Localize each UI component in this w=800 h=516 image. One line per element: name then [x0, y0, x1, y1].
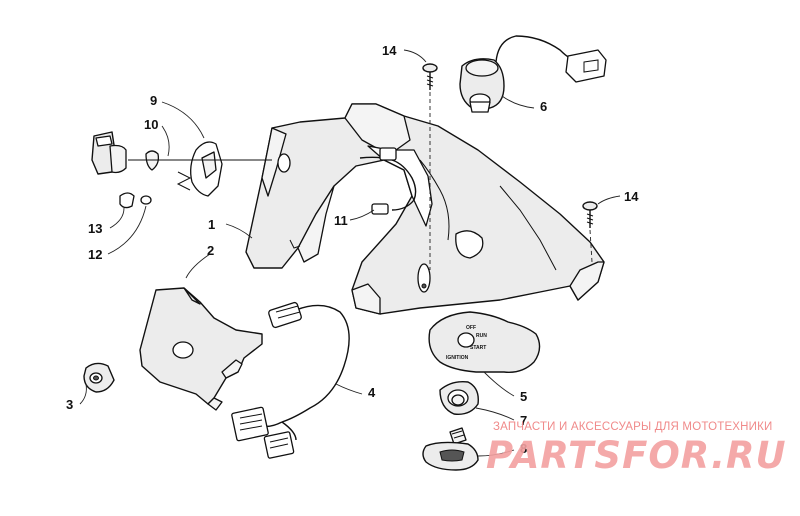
callout-1: 1 [208, 217, 216, 232]
callout-10: 10 [144, 117, 159, 132]
watermark-tagline: ЗАПЧАСТИ И АКСЕССУАРЫ ДЛЯ МОТОТЕХНИКИ [493, 421, 773, 433]
ignition-start-label: START [470, 345, 487, 351]
callout-7: 7 [520, 413, 528, 428]
callout-9: 9 [150, 93, 158, 108]
ignition-plate [428, 311, 541, 373]
wiring-harness [231, 301, 350, 459]
callout-14-right: 14 [624, 189, 639, 204]
callout-13: 13 [88, 221, 103, 236]
screw-right [582, 201, 598, 228]
callout-2: 2 [207, 243, 215, 258]
watermark-logo: PARTSFOR.RU [486, 434, 787, 477]
ignition-key [422, 427, 479, 471]
callout-12: 12 [88, 247, 103, 262]
callout-4: 4 [368, 385, 376, 400]
callout-14-top: 14 [382, 43, 397, 58]
leader-lines [79, 49, 621, 457]
lower-cover [139, 287, 263, 411]
callout-5: 5 [520, 389, 528, 404]
accessory-socket-cap [83, 362, 115, 393]
callout-11: 11 [334, 213, 348, 228]
callout-8: 8 [520, 441, 528, 456]
switch-mount-cluster [91, 131, 272, 209]
screw-top [422, 63, 438, 90]
inner-wire-harness [359, 147, 417, 215]
indicator-lamp-assembly [459, 35, 607, 113]
callout-6: 6 [540, 99, 548, 114]
console-housing [245, 103, 605, 315]
ignition-ignition-label: IGNITION [446, 355, 469, 361]
ignition-nut [439, 380, 479, 415]
ignition-run-label: RUN [476, 333, 487, 339]
ignition-off-label: OFF [466, 325, 476, 331]
callout-3: 3 [66, 397, 74, 412]
